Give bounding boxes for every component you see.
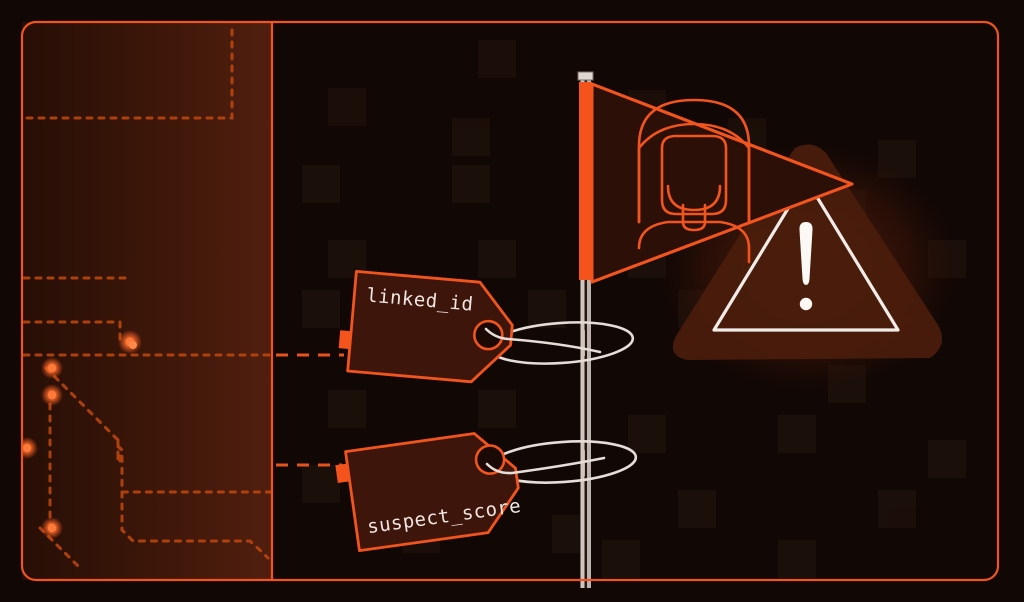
warning-outline — [712, 177, 900, 332]
tag-linked-id[interactable]: linked_id — [337, 269, 516, 385]
warning-bang-stem — [799, 222, 813, 285]
tag-suspect-score-hole — [474, 444, 506, 475]
tag-connectors — [276, 353, 344, 467]
pennant-edge-overlay — [590, 82, 854, 284]
circuit-panel — [22, 22, 272, 580]
pole-finial — [577, 71, 594, 81]
tag-linked-id-string — [484, 327, 602, 354]
circuit-nodes — [22, 330, 142, 539]
tag-suspect-score-string — [485, 456, 606, 475]
tag-linked-id-body — [346, 269, 514, 384]
tag-suspect-score-body — [344, 432, 520, 553]
pole-band — [579, 82, 592, 280]
circuit-traces — [22, 28, 272, 568]
outer-frame — [20, 20, 1000, 582]
warning-bang-dot — [799, 297, 813, 311]
tag-linked-id-hole — [473, 319, 504, 351]
